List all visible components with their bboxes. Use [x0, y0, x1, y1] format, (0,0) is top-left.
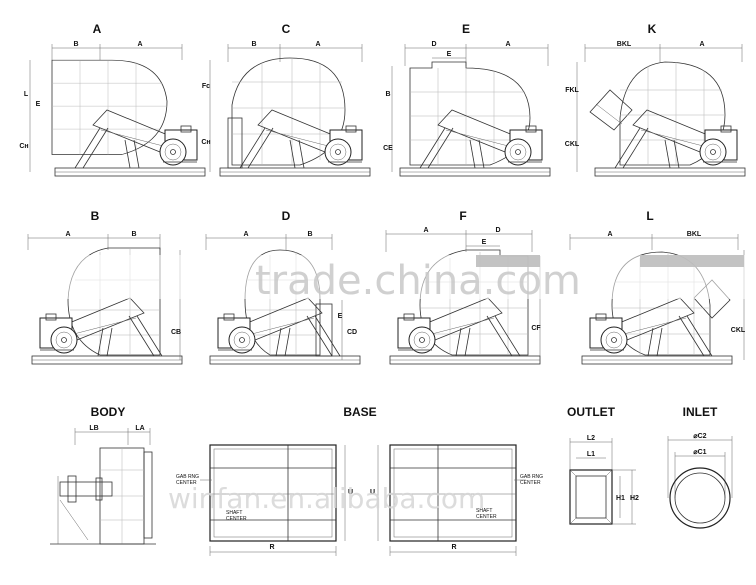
arrangement-c: C B A Fc Cн [201, 22, 371, 177]
dimension-label: Fc [202, 83, 210, 90]
dimension-label: B [131, 231, 136, 238]
dimension-label: H1 [616, 495, 625, 502]
dimension-label: E [482, 239, 487, 246]
inlet-bore-circle [674, 472, 726, 524]
bearing-center-label: CENTER [176, 480, 197, 486]
dimension-label: CF [531, 325, 541, 332]
watermark-block [476, 255, 540, 267]
dimension-label: CKL [565, 141, 580, 148]
inlet-flange-circle [669, 467, 731, 529]
dimension-label: B [307, 231, 312, 238]
dimension-label: CKL [731, 327, 746, 334]
dimension-label: E [447, 51, 452, 58]
outlet-view: OUTLET L2 L1 H1 H2 [567, 405, 639, 525]
dimension-label: BKL [687, 231, 702, 238]
dimension-label: CD [347, 329, 357, 336]
dimension-label: ⌀C2 [693, 433, 706, 440]
dimension-label: L1 [587, 451, 595, 458]
base-plan-right: GAB RNG CENTER SHAFT CENTER R U [370, 444, 543, 556]
section-title: BASE [343, 405, 376, 419]
dimension-label: Cн [201, 139, 210, 146]
bearing-center-label: GAB RNG [520, 474, 543, 480]
shaft-center-label: SHAFT [476, 508, 492, 514]
watermark-text: winfan.en.alibaba.com [168, 482, 485, 515]
dimension-label: A [65, 231, 70, 238]
base-view: BASE GAB RNG CENTER SHAFT CENTER R U [176, 405, 543, 556]
section-title: OUTLET [567, 405, 616, 419]
dimension-label: B [251, 41, 256, 48]
dimension-label: D [495, 227, 500, 234]
shaft-center-label: CENTER [476, 514, 497, 520]
dimension-label: U [348, 489, 353, 496]
dimension-label: CE [383, 145, 393, 152]
dimension-label: BKL [617, 41, 632, 48]
dimension-label: H2 [630, 495, 639, 502]
dimension-label: R [451, 544, 456, 551]
dimension-label: LB [89, 425, 98, 432]
shaft-center-label: CENTER [226, 516, 247, 522]
arrangement-e: E D E A B CE [383, 22, 551, 177]
dimension-label: R [269, 544, 274, 551]
dimension-label: D [431, 41, 436, 48]
arrangement-letter: L [646, 209, 653, 223]
section-title: INLET [683, 405, 718, 419]
dimension-label: A [315, 41, 320, 48]
arrangement-a: A B A L E Cн [19, 22, 206, 177]
dimension-label: A [243, 231, 248, 238]
dimension-label: U [370, 489, 375, 496]
arrangement-letter: A [93, 22, 102, 36]
inlet-view: INLET ⌀C2 ⌀C1 [667, 405, 733, 529]
dimension-label: Cн [19, 143, 28, 150]
arrangement-letter: F [459, 209, 466, 223]
dimension-label: E [338, 313, 343, 320]
body-view: BODY LB LA [50, 405, 156, 545]
watermark-band [20, 255, 756, 299]
dimension-label: B [73, 41, 78, 48]
arrangement-letter: B [91, 209, 100, 223]
watermark-block [640, 255, 744, 267]
dimension-label: L [24, 91, 29, 98]
arrangement-letter: K [648, 22, 657, 36]
dimension-label: B [385, 91, 390, 98]
arrangement-letter: D [282, 209, 291, 223]
base-plan-left: GAB RNG CENTER SHAFT CENTER R U [176, 444, 353, 556]
dimension-label: A [137, 41, 142, 48]
dimension-label: CB [171, 329, 181, 336]
arrangement-letter: E [462, 22, 470, 36]
dimension-label: A [423, 227, 428, 234]
dimension-label: A [505, 41, 510, 48]
watermark-text: trade.china.com [255, 258, 581, 304]
dimension-label: FKL [565, 87, 579, 94]
dimension-label: ⌀C1 [693, 449, 706, 456]
dimension-label: E [36, 101, 41, 108]
arrangement-letter: C [282, 22, 291, 36]
bearing-center-label: GAB RNG [176, 474, 199, 480]
dimension-label: L2 [587, 435, 595, 442]
dimension-label: LA [135, 425, 144, 432]
dimension-label: A [699, 41, 704, 48]
arrangement-k: K BKL A FKL CKL [565, 22, 746, 177]
section-title: BODY [91, 405, 126, 419]
dimension-label: A [607, 231, 612, 238]
bearing-center-label: CENTER [520, 480, 541, 486]
shaft-center-label: SHAFT [226, 510, 242, 516]
